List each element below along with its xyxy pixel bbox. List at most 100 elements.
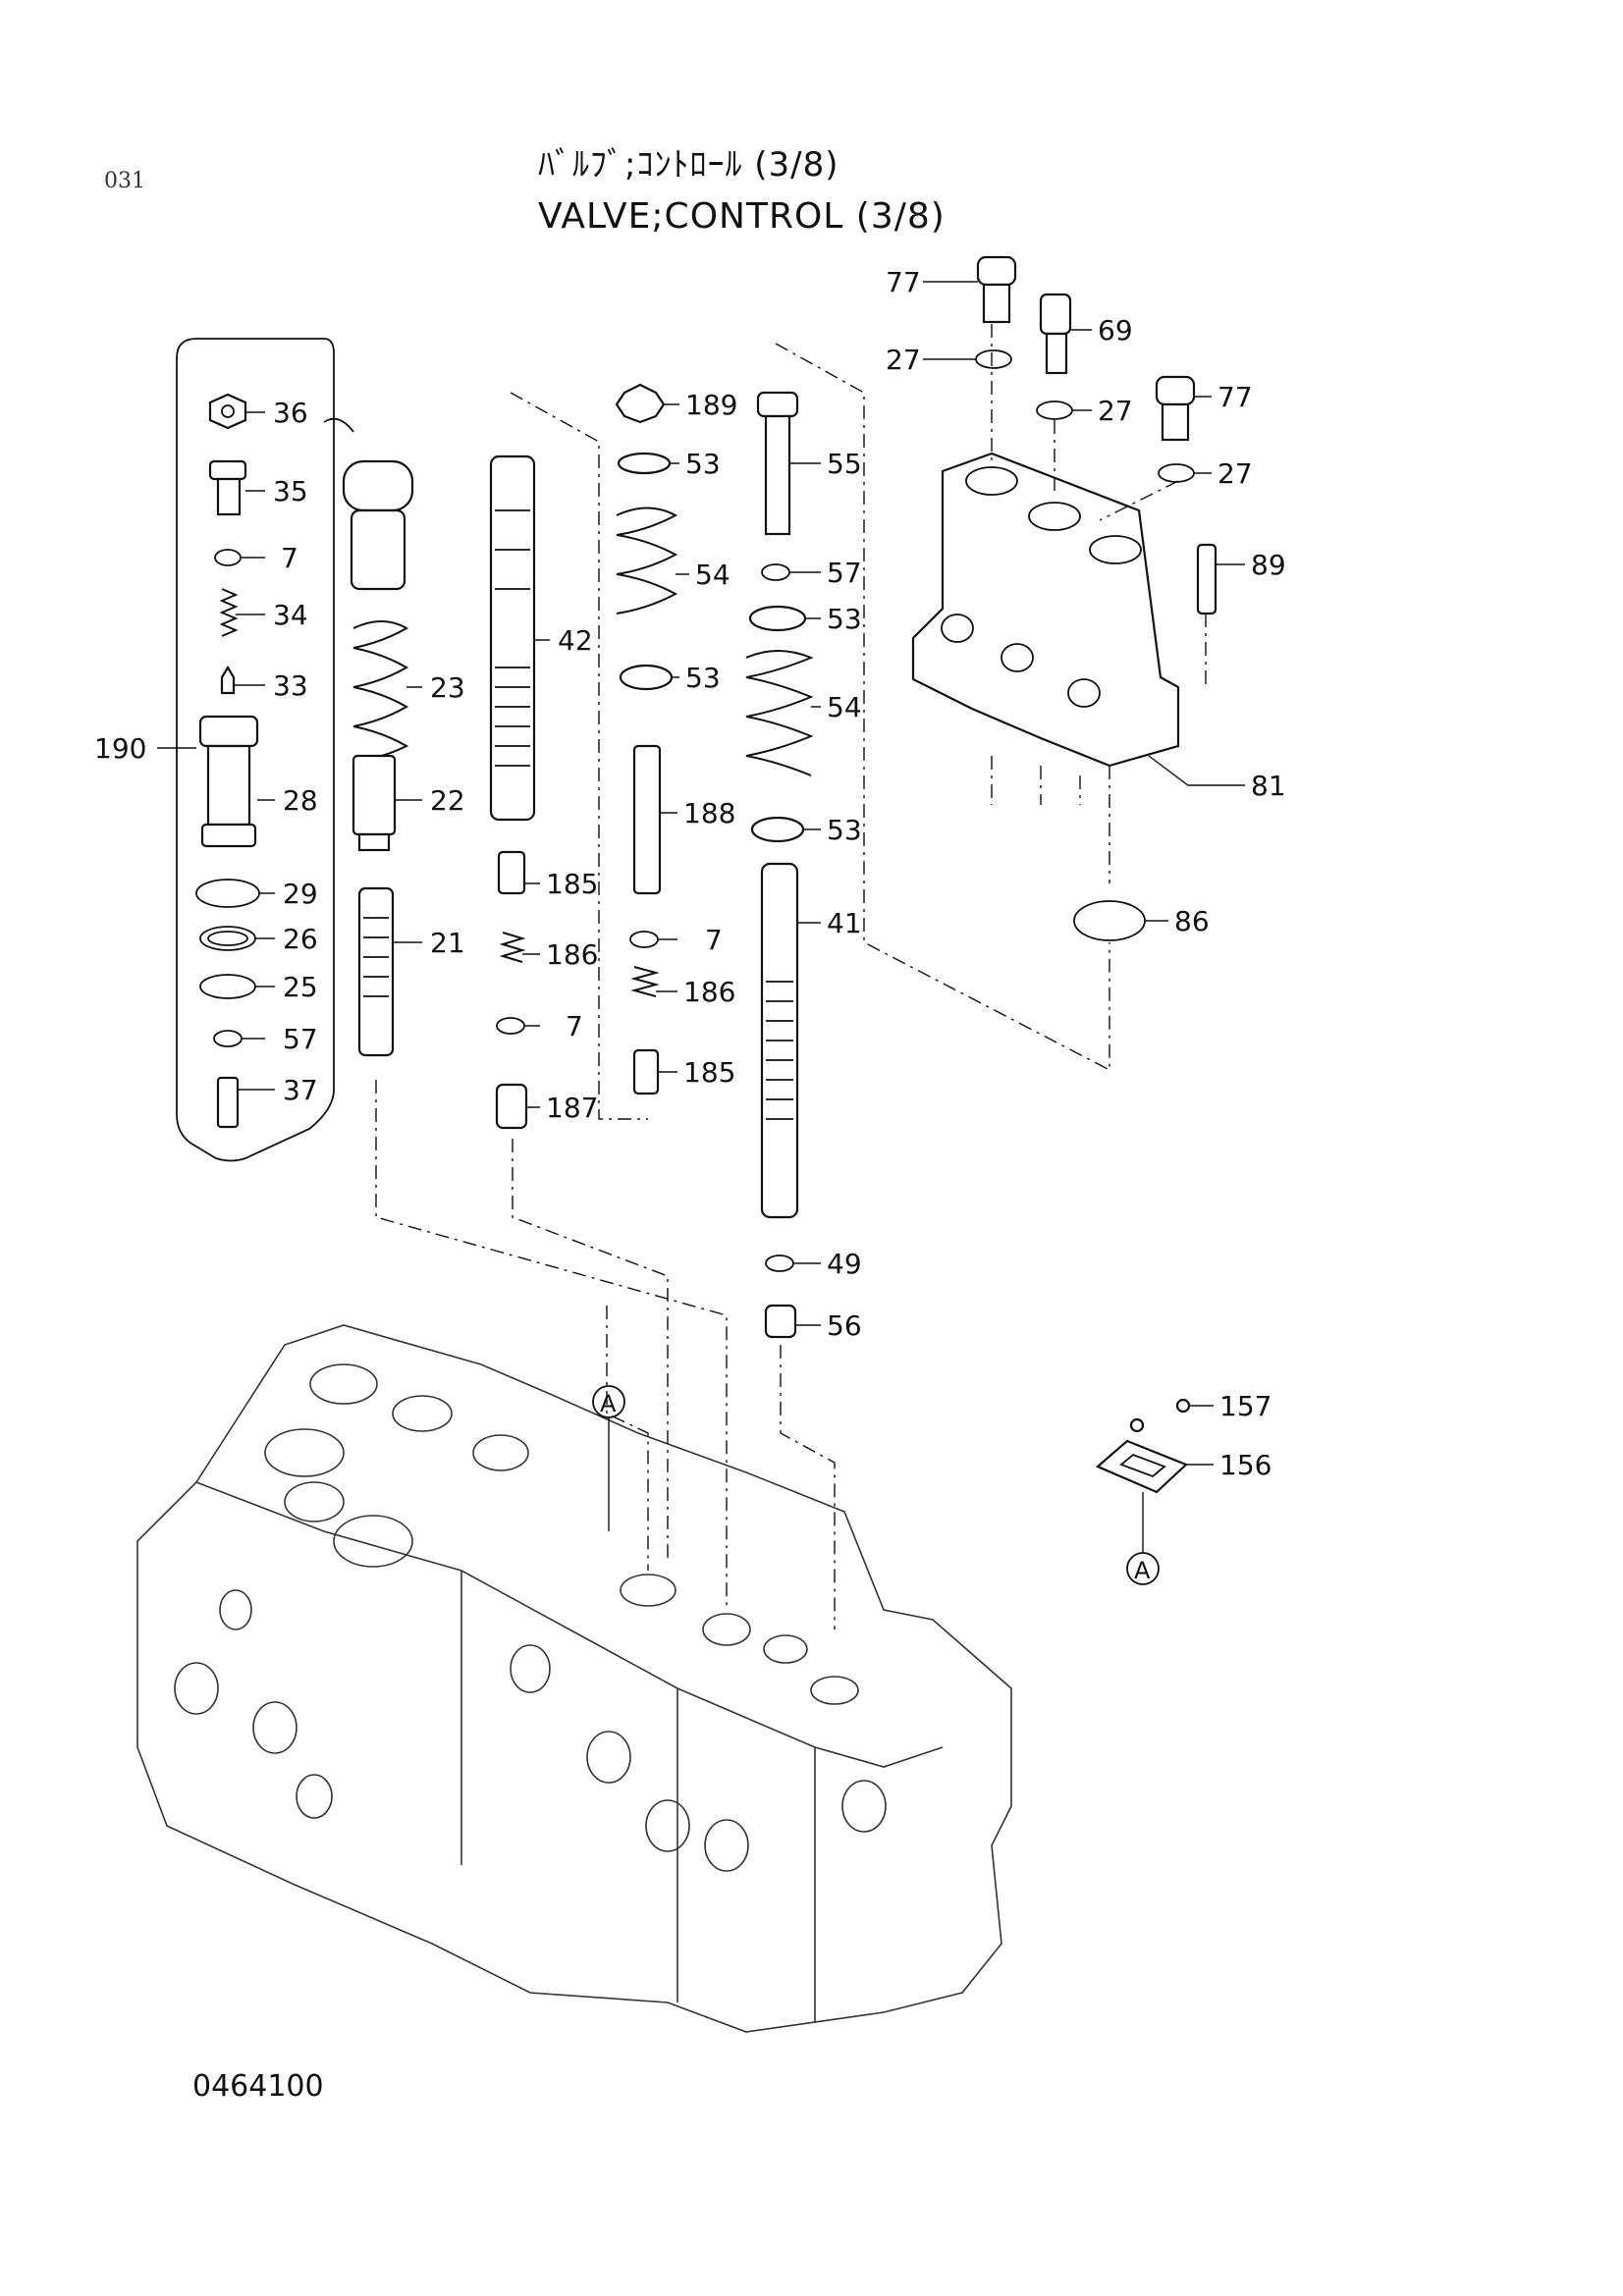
cover-group-81 <box>911 255 1217 941</box>
callout-7: 7 <box>705 924 723 956</box>
callout-186: 186 <box>683 976 735 1008</box>
part-34-spring <box>219 588 239 637</box>
callout-53: 53 <box>827 814 862 846</box>
valve-body <box>136 1324 1012 2033</box>
callout-41: 41 <box>827 907 862 939</box>
callout-156: 156 <box>1219 1449 1271 1481</box>
part-49-oring <box>765 1255 794 1272</box>
callout-7: 7 <box>566 1010 583 1042</box>
part-186a-spring <box>499 932 526 963</box>
callout-86: 86 <box>1174 905 1210 937</box>
part-53b <box>619 664 674 691</box>
callout-157: 157 <box>1219 1390 1271 1422</box>
part-25-oring <box>199 974 256 999</box>
part-53c <box>748 605 807 632</box>
callout-54: 54 <box>695 559 730 591</box>
part-188 <box>632 744 662 895</box>
part-55 <box>756 391 799 418</box>
callout-27: 27 <box>886 344 921 376</box>
callout-29: 29 <box>283 878 318 910</box>
part-57b-oring <box>761 563 790 581</box>
spool-group-42 <box>489 454 536 1130</box>
part-81-cover <box>911 452 1180 768</box>
callout-28: 28 <box>283 784 318 817</box>
callout-37: 37 <box>283 1074 318 1106</box>
callout-55: 55 <box>827 448 862 480</box>
spring-group-189 <box>615 383 678 1095</box>
reference-markers: A A <box>592 1385 1160 1585</box>
callout-36: 36 <box>273 397 308 429</box>
part-54b-spring <box>745 650 814 776</box>
part-86-oring <box>1073 900 1146 941</box>
callout-185: 185 <box>546 868 598 900</box>
part-185b <box>632 1048 660 1095</box>
part-89-bolt <box>1196 543 1217 615</box>
part-cap <box>342 459 414 512</box>
part-23-spring <box>352 620 409 763</box>
part-53a <box>617 452 672 475</box>
part-54a-spring <box>616 507 678 614</box>
callout-42: 42 <box>558 624 593 657</box>
callout-187: 187 <box>546 1092 598 1124</box>
part-22 <box>352 754 397 836</box>
part-42-spool <box>489 454 536 822</box>
callout-69: 69 <box>1098 314 1133 347</box>
callout-34: 34 <box>273 599 308 631</box>
part-36-nut <box>208 393 247 430</box>
part-157-rivet <box>1175 1398 1191 1414</box>
callout-53: 53 <box>827 603 862 635</box>
callout-23: 23 <box>430 671 465 704</box>
callout-190: 190 <box>94 732 146 765</box>
part-7c-oring <box>629 931 659 948</box>
part-37 <box>216 1076 240 1129</box>
callout-53: 53 <box>685 448 721 480</box>
part-57-oring <box>213 1030 243 1047</box>
callout-53: 53 <box>685 662 721 694</box>
part-21 <box>357 886 395 1057</box>
callout-56: 56 <box>827 1309 862 1342</box>
assembly-lines <box>375 324 1207 1629</box>
part-56-plug <box>764 1304 797 1339</box>
spool-group-41 <box>745 391 814 1339</box>
title-english: VALVE;CONTROL (3/8) <box>538 196 946 237</box>
leader-lines <box>157 281 1245 1466</box>
part-185a <box>497 850 526 895</box>
part-29-oring <box>195 879 260 908</box>
part-7b-oring <box>496 1017 525 1035</box>
callout-77: 77 <box>886 266 921 298</box>
callout-77: 77 <box>1217 381 1253 413</box>
callout-89: 89 <box>1251 549 1286 581</box>
title-japanese: ﾊﾞﾙﾌﾞ;ｺﾝﾄﾛｰﾙ (3/8) <box>538 145 839 185</box>
callout-81: 81 <box>1251 770 1286 802</box>
part-189-nut <box>615 383 666 424</box>
callout-22: 22 <box>430 784 465 817</box>
part-7-oring <box>214 549 242 566</box>
part-53d <box>750 816 805 843</box>
part-33 <box>220 665 236 695</box>
plate-group-156 <box>1095 1398 1191 1494</box>
page-number: 031 <box>104 169 145 193</box>
callout-7: 7 <box>281 542 298 574</box>
callout-57: 57 <box>283 1023 318 1055</box>
callout-27: 27 <box>1217 457 1253 490</box>
callout-54: 54 <box>827 691 862 723</box>
marker-a-plate: A <box>1134 1557 1151 1584</box>
part-186b-spring <box>630 966 660 997</box>
marker-a-body: A <box>600 1390 617 1417</box>
part-69 <box>1039 293 1072 336</box>
callout-26: 26 <box>283 923 318 955</box>
callout-57: 57 <box>827 557 862 589</box>
part-27c-oring <box>1158 463 1195 483</box>
callout-185: 185 <box>683 1056 735 1089</box>
spool-group-21-23 <box>323 417 414 1057</box>
part-77a-plug <box>976 255 1017 287</box>
part-35 <box>208 459 247 481</box>
callout-25: 25 <box>283 971 318 1003</box>
callout-labels: 36 35 7 34 33 190 28 29 26 25 57 37 23 2… <box>94 266 1286 1481</box>
callout-33: 33 <box>273 669 308 702</box>
part-28 <box>198 715 259 748</box>
callout-189: 189 <box>685 389 737 421</box>
callout-49: 49 <box>827 1248 862 1280</box>
callout-188: 188 <box>683 797 735 829</box>
